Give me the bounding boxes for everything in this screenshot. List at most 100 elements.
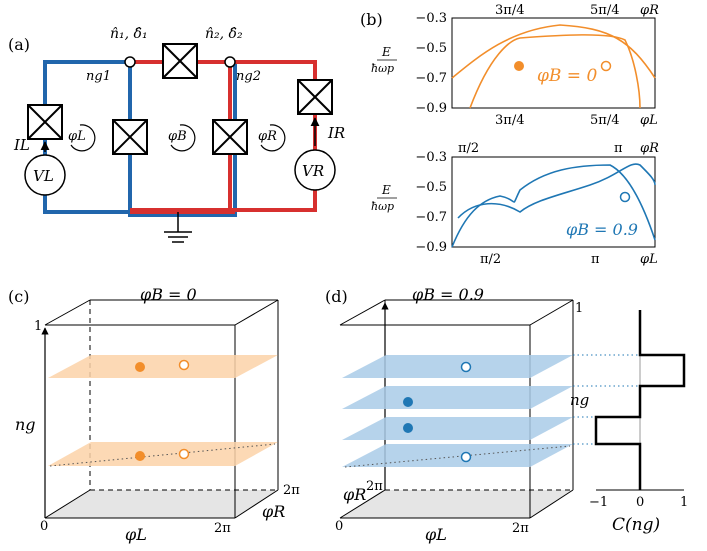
d-y2pi: 2π — [366, 479, 383, 494]
plane-d-4 — [342, 444, 573, 467]
junction-left — [27, 104, 63, 140]
flux-B: φB — [168, 124, 196, 152]
plot-top-frame — [451, 17, 656, 109]
plane-c-diag — [49, 443, 276, 467]
ylabel-bottom: E ħωp — [371, 183, 397, 213]
bot-plot-top-tick-2: φR — [640, 141, 659, 156]
panel-a-label: (a) — [8, 35, 30, 54]
plane-d-2 — [342, 386, 573, 409]
junction-top — [162, 43, 198, 79]
bot-plot-bottom-tick-1: π — [591, 252, 600, 267]
c-label: C(ng) — [612, 515, 660, 535]
bot-plot-bottom-tick-2: φL — [640, 252, 658, 267]
top-curve-2 — [469, 34, 641, 109]
node-2-label: n̂₂, δ̂₂ — [205, 26, 243, 42]
svg-text:E: E — [381, 183, 391, 197]
c-tick-1: 1 — [680, 495, 688, 510]
d-x2pi: 2π — [512, 521, 529, 536]
c-filled-bottom — [135, 451, 145, 461]
c-ylabel: φR — [262, 502, 285, 521]
d-x0: 0 — [335, 519, 343, 534]
c-zlabel: ng — [15, 415, 36, 434]
ytick-bot-0: −0.3 — [415, 150, 447, 165]
panel-c-title: φB = 0 — [140, 285, 197, 304]
top-plot-top-tick-0: 3π/4 — [495, 3, 524, 18]
top-plot-bottom-tick-1: 5π/4 — [590, 113, 619, 128]
c-filled-top — [135, 362, 145, 372]
plane-d-diag — [344, 445, 571, 468]
c-open-bottom — [178, 448, 190, 460]
node-1 — [124, 56, 136, 68]
plane-c-top — [48, 355, 278, 378]
bot-plot-top-tick-1: π — [614, 141, 623, 156]
ylabel-top: E ħωp — [371, 45, 397, 75]
c-x2pi: 2π — [214, 521, 231, 536]
ytick-bot-3: −0.9 — [415, 240, 447, 255]
panel-c-label: (c) — [8, 287, 29, 306]
ytick-bot-1: −0.5 — [415, 180, 447, 195]
ng1-label: ng1 — [86, 69, 111, 84]
IR-label: IR — [327, 124, 345, 142]
top-plot-top-tick-1: 5π/4 — [590, 3, 619, 18]
svg-text:ħωp: ħωp — [371, 200, 394, 213]
top-filled-marker — [514, 61, 524, 71]
junction-mid-right — [212, 119, 248, 155]
ytick-top-2: −0.7 — [415, 71, 447, 86]
plane-d-3 — [342, 417, 573, 440]
ytick-top-1: −0.5 — [415, 41, 447, 56]
source-VR — [294, 149, 336, 191]
plot-bottom-frame — [451, 156, 656, 248]
svg-text:φB: φB — [168, 129, 187, 144]
panel-c: (c) φB = 0 1 ng 0 2π φL — [8, 285, 300, 544]
svg-text:φR: φR — [258, 129, 277, 144]
bot-curve-2 — [457, 163, 656, 219]
d-ylabel: φR — [343, 485, 366, 504]
node-1-label: n̂₁, δ̂₁ — [110, 26, 148, 42]
c-y2pi: 2π — [283, 483, 300, 498]
bot-open-marker — [619, 191, 631, 203]
d-open-1 — [460, 361, 472, 373]
svg-text:E: E — [381, 45, 391, 59]
bot-plot-top-tick-0: π/2 — [458, 141, 479, 156]
c-x0: 0 — [40, 519, 48, 534]
d-filled-1 — [403, 397, 413, 407]
d-ng-label: ng — [570, 391, 589, 409]
top-legend: φB = 0 — [537, 66, 597, 86]
c-open-top — [178, 359, 190, 371]
panel-d-title: φB = 0.9 — [412, 285, 484, 304]
panel-a-circuit: (a) — [8, 26, 345, 243]
d-open-2 — [460, 451, 472, 463]
top-plot-bottom-tick-2: φL — [640, 113, 658, 128]
svg-text:ħωp: ħωp — [371, 62, 394, 75]
ng2-label: ng2 — [236, 69, 261, 84]
ytick-top-0: −0.3 — [415, 11, 447, 26]
c-xlabel: φL — [125, 525, 147, 544]
ground-symbol — [164, 212, 192, 243]
IL-label: IL — [13, 136, 30, 154]
bot-legend: φB = 0.9 — [566, 220, 638, 239]
bot-plot-bottom-tick-0: π/2 — [480, 252, 501, 267]
top-plot-top-tick-2: φR — [640, 3, 659, 18]
panel-d: (d) φB = 0.9 — [325, 285, 688, 544]
floor-d — [340, 490, 573, 518]
c-ztop: 1 — [34, 319, 42, 334]
node-2 — [224, 56, 236, 68]
ytick-bot-2: −0.7 — [415, 210, 447, 225]
junction-right — [297, 79, 333, 115]
plane-c-bottom — [48, 442, 278, 466]
panel-b: (b) E ħωp E ħωp −0.3 −0.5 −0.7 −0.9 −0.3… — [360, 3, 659, 267]
VL-label: VL — [33, 167, 54, 185]
plane-d-1 — [342, 355, 573, 378]
top-open-marker — [600, 60, 612, 72]
floor-c — [45, 490, 278, 518]
c-tick-0: 0 — [636, 495, 644, 510]
VR-label: VR — [302, 162, 324, 180]
top-curve-1 — [451, 24, 656, 79]
d-filled-2 — [403, 423, 413, 433]
flux-R: φR — [258, 124, 286, 152]
top-plot-bottom-tick-0: 3π/4 — [495, 113, 524, 128]
flux-L: φL — [68, 124, 96, 152]
d-xlabel: φL — [425, 525, 447, 544]
bot-curve-1 — [451, 164, 656, 248]
